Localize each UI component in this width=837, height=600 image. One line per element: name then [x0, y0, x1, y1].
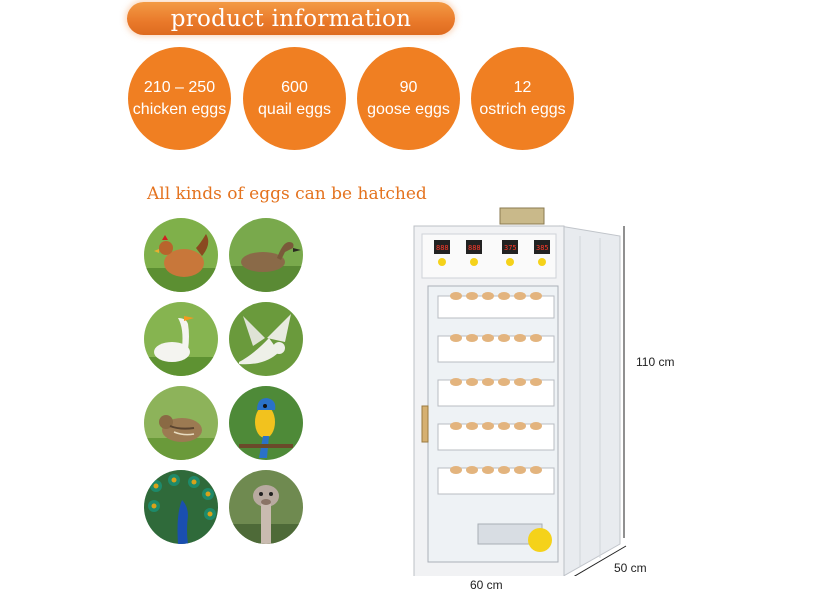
capacity-count: 600 [281, 78, 308, 96]
capacity-count: 90 [399, 78, 418, 96]
peacock-photo [144, 470, 218, 544]
capacity-ostrich-circle: 12 ostrich eggs [471, 47, 574, 150]
capacity-label: goose eggs [367, 100, 450, 118]
quail-photo [144, 386, 218, 460]
duck-photo [229, 218, 303, 292]
banner-title: product information [170, 5, 412, 32]
height-dimension: 110 cm [636, 355, 675, 369]
capacity-goose-circle: 90 goose eggs [357, 47, 460, 150]
chicken-photo [144, 218, 218, 292]
capacity-quail-circle: 600 quail eggs [243, 47, 346, 150]
incubator-cabinet: 888 888 375 385 [408, 206, 638, 581]
depth-dimension: 50 cm [614, 561, 647, 575]
svg-text:888: 888 [468, 244, 481, 252]
capacity-label: chicken eggs [132, 100, 227, 118]
goose-photo [144, 302, 218, 376]
capacity-label: ostrich eggs [479, 100, 566, 118]
ostrich-photo [229, 470, 303, 544]
width-dimension: 60 cm [470, 578, 503, 592]
pigeon-photo [229, 302, 303, 376]
svg-text:888: 888 [436, 244, 449, 252]
parrot-photo [229, 386, 303, 460]
capacity-count: 210 – 250 [143, 78, 216, 96]
product-information-banner: product information [127, 2, 455, 35]
svg-text:385: 385 [536, 244, 549, 252]
eggs-hatched-subtitle: All kinds of eggs can be hatched [147, 184, 427, 204]
svg-text:375: 375 [504, 244, 517, 252]
capacity-label: quail eggs [258, 100, 331, 118]
capacity-count: 12 [513, 78, 532, 96]
capacity-chicken-circle: 210 – 250 chicken eggs [128, 47, 231, 150]
